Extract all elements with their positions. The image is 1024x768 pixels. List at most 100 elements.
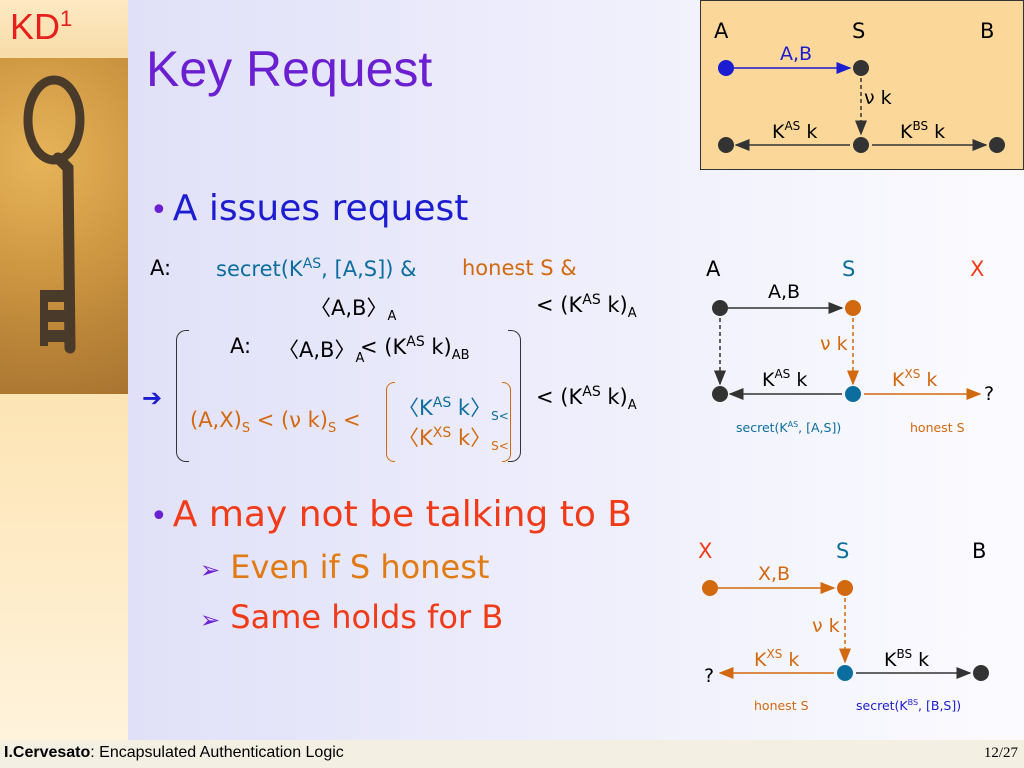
mid-x-label: X bbox=[970, 257, 984, 281]
top-a-node bbox=[718, 60, 734, 76]
sub-arrow-icon: ➢ bbox=[200, 556, 221, 584]
bot-nu-k: ν k bbox=[812, 615, 840, 637]
kas-k-a: < (KAS k)A bbox=[536, 292, 637, 321]
bot-xb-msg: X,B bbox=[758, 563, 790, 585]
line4-kas-a: < (KAS k)A bbox=[536, 384, 637, 413]
kas-sub: A bbox=[627, 306, 637, 322]
bot-x-node bbox=[702, 580, 718, 596]
line3-ab-sub: A bbox=[355, 351, 365, 367]
bot-question: ? bbox=[704, 665, 714, 687]
secret-pre: secret(K bbox=[216, 257, 303, 281]
mid-ab-msg: A,B bbox=[768, 281, 800, 303]
inner1-pre: 〈K bbox=[398, 396, 433, 420]
bot-x-label: X bbox=[698, 539, 712, 563]
line3-ab: 〈A,B〉A bbox=[278, 334, 364, 366]
line3-mid-post: k) bbox=[424, 335, 452, 359]
lt-text: < bbox=[336, 408, 361, 432]
secret-post: , [A,S]) & bbox=[321, 257, 417, 281]
bot-kbs-label: KBS k bbox=[884, 647, 929, 671]
page-number: 12/27 bbox=[983, 745, 1018, 761]
inner2-sub: S< bbox=[491, 439, 509, 454]
inner1-sub: S< bbox=[491, 409, 509, 424]
bot-s-label: S bbox=[836, 539, 849, 563]
footer-left: I.Cervesato: Encapsulated Authentication… bbox=[4, 744, 344, 762]
bullet-2: • A may not be talking to B bbox=[150, 494, 632, 535]
bot-secret-label: secret(KBS, [B,S]) bbox=[856, 698, 961, 713]
honest-s: honest S & bbox=[462, 256, 577, 280]
ab-msg: 〈A,B〉A bbox=[310, 292, 396, 324]
kd-text: KD bbox=[10, 6, 61, 47]
bot-honest-label: honest S bbox=[754, 698, 809, 713]
bullet-dot-2: • bbox=[150, 499, 168, 534]
nu-text: < (ν k) bbox=[250, 408, 328, 432]
mid-honest-label: honest S bbox=[910, 420, 965, 435]
mid-kas-label: KAS k bbox=[762, 367, 807, 391]
line3-mid-sup: AS bbox=[406, 334, 425, 350]
inner2-post: k〉 bbox=[451, 426, 492, 450]
sub-arrow-icon-2: ➢ bbox=[200, 606, 221, 634]
top-a-node-2 bbox=[718, 137, 734, 153]
line3-kas: < (KAS k)AB bbox=[360, 334, 470, 363]
kas-sup: AS bbox=[582, 292, 601, 308]
bullet-1: • A issues request bbox=[150, 188, 468, 229]
mid-kxs-label: KXS k bbox=[892, 367, 937, 391]
line3-ab-text: 〈A,B〉 bbox=[278, 338, 356, 362]
kas-post: k) bbox=[600, 293, 628, 317]
mid-a-node bbox=[712, 300, 728, 316]
bot-kxs-label: KXS k bbox=[754, 647, 799, 671]
slide-title: Key Request bbox=[146, 41, 433, 97]
top-s-node-2 bbox=[853, 137, 869, 153]
key-icon bbox=[23, 75, 85, 354]
bot-b-node bbox=[973, 665, 989, 681]
top-ab-msg: A,B bbox=[780, 43, 812, 65]
left-brace bbox=[176, 330, 189, 462]
sub-bullet-2-text: Same holds for B bbox=[230, 598, 504, 636]
nu-sub: S bbox=[328, 421, 337, 437]
implies-arrow-icon: ➔ bbox=[142, 384, 163, 412]
footer-bar bbox=[0, 740, 1024, 768]
footer-author: I.Cervesato bbox=[4, 744, 91, 761]
mid-secret-label: secret(KAS, [A,S]) bbox=[736, 420, 841, 435]
formula-line-1: A: bbox=[150, 256, 171, 280]
top-kbs-label: KBS k bbox=[900, 119, 945, 143]
kas-pre: < (K bbox=[536, 293, 583, 317]
mid-s-label: S bbox=[842, 257, 855, 281]
formula-a-label: A: bbox=[150, 256, 172, 280]
line3-a: A: bbox=[230, 334, 252, 358]
sub-bullet-1: ➢ Even if S honest bbox=[200, 548, 489, 586]
diagram-bot: X S B X,B ν k ? KXS k KBS k honest S sec… bbox=[698, 539, 989, 713]
secret-sup: AS bbox=[302, 256, 322, 272]
top-kas-label: KAS k bbox=[772, 119, 817, 143]
diagram-mid: A S X A,B ν k KAS k KXS k ? secret(KAS, … bbox=[706, 257, 994, 435]
line4-right-pre: < (K bbox=[536, 385, 583, 409]
top-b-node bbox=[989, 137, 1005, 153]
inner-left-brace bbox=[386, 382, 395, 462]
ax-sub: S bbox=[241, 421, 251, 437]
bullet-dot: • bbox=[150, 193, 168, 228]
key-photo bbox=[0, 58, 128, 394]
line4-right-sub: A bbox=[627, 398, 637, 414]
mid-nu-k: ν k bbox=[820, 333, 848, 355]
ab-text: 〈A,B〉 bbox=[310, 296, 388, 320]
line4-right-sup: AS bbox=[582, 384, 601, 400]
formula-line-3: A: bbox=[230, 334, 251, 358]
top-s-node bbox=[853, 60, 869, 76]
bot-s-node bbox=[837, 580, 853, 596]
bot-s-node-2 bbox=[837, 665, 853, 681]
line3-mid: < (K bbox=[360, 335, 407, 359]
top-a-label: A bbox=[714, 19, 729, 43]
bullet-2-text: A may not be talking to B bbox=[172, 494, 633, 535]
ax-nu-k: (A,X)S < (ν k)S < bbox=[190, 408, 361, 436]
inner2-pre: 〈K bbox=[398, 426, 433, 450]
bullet-1-text: A issues request bbox=[172, 188, 469, 229]
top-s-label: S bbox=[852, 19, 865, 43]
footer-subtitle: : Encapsulated Authentication Logic bbox=[90, 744, 344, 761]
line3-mid-sub: AB bbox=[451, 348, 470, 364]
diagram-top: A S B A,B ν k KAS k KBS k bbox=[714, 19, 1005, 153]
kd-label: KD1 bbox=[10, 6, 72, 48]
mid-s-node bbox=[845, 300, 861, 316]
bot-b-label: B bbox=[972, 539, 986, 563]
mid-a-label: A bbox=[706, 257, 721, 281]
ab-sub: A bbox=[387, 309, 397, 325]
inner-kas: 〈KAS k〉S< bbox=[398, 392, 509, 423]
